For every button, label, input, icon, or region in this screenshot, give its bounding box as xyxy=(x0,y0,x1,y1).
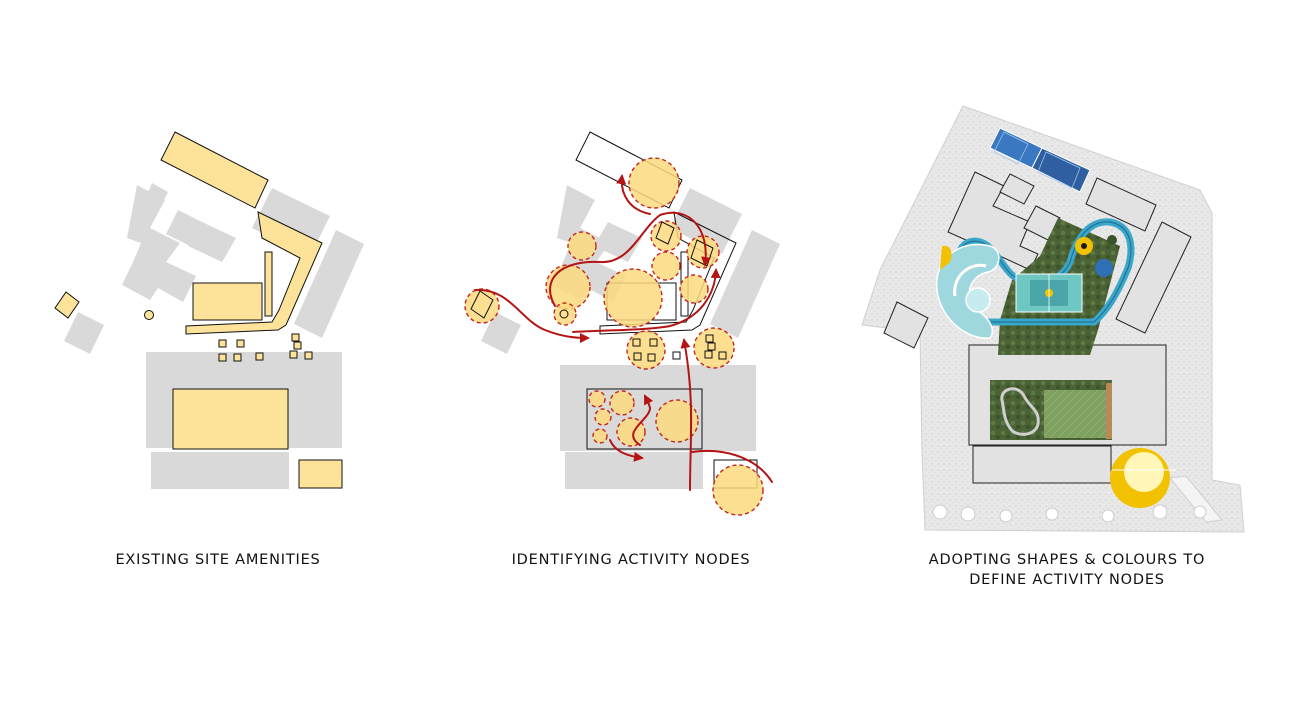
play-swirl-area xyxy=(935,243,1000,339)
activity-node-circles xyxy=(464,157,764,516)
amenity-areas xyxy=(54,131,343,489)
tree-row xyxy=(932,504,1207,523)
node-inner-shapes xyxy=(470,221,727,362)
caption-existing-site-amenities: EXISTING SITE AMENITIES xyxy=(115,552,321,568)
entry-walkway xyxy=(1169,475,1223,523)
caption-line-1: ADOPTING SHAPES & COLOURS TO xyxy=(928,552,1206,568)
courtyard-garden xyxy=(990,380,1112,440)
yellow-node-bottom xyxy=(1110,448,1176,508)
pond-feature xyxy=(1095,259,1113,277)
sports-courts xyxy=(989,127,1091,193)
panel-adopting-shapes-colours xyxy=(861,105,1245,533)
caption-identifying-activity-nodes: IDENTIFYING ACTIVITY NODES xyxy=(511,552,751,568)
panel-existing-site-amenities xyxy=(54,131,364,489)
caption-line-2: DEFINE ACTIVITY NODES xyxy=(969,572,1165,588)
caption-adopting-shapes-colours: ADOPTING SHAPES & COLOURS TO DEFINE ACTI… xyxy=(900,550,1234,590)
basketball-court xyxy=(1015,273,1083,313)
panel-identifying-activity-nodes xyxy=(464,131,780,516)
circulation-paths xyxy=(474,174,773,491)
